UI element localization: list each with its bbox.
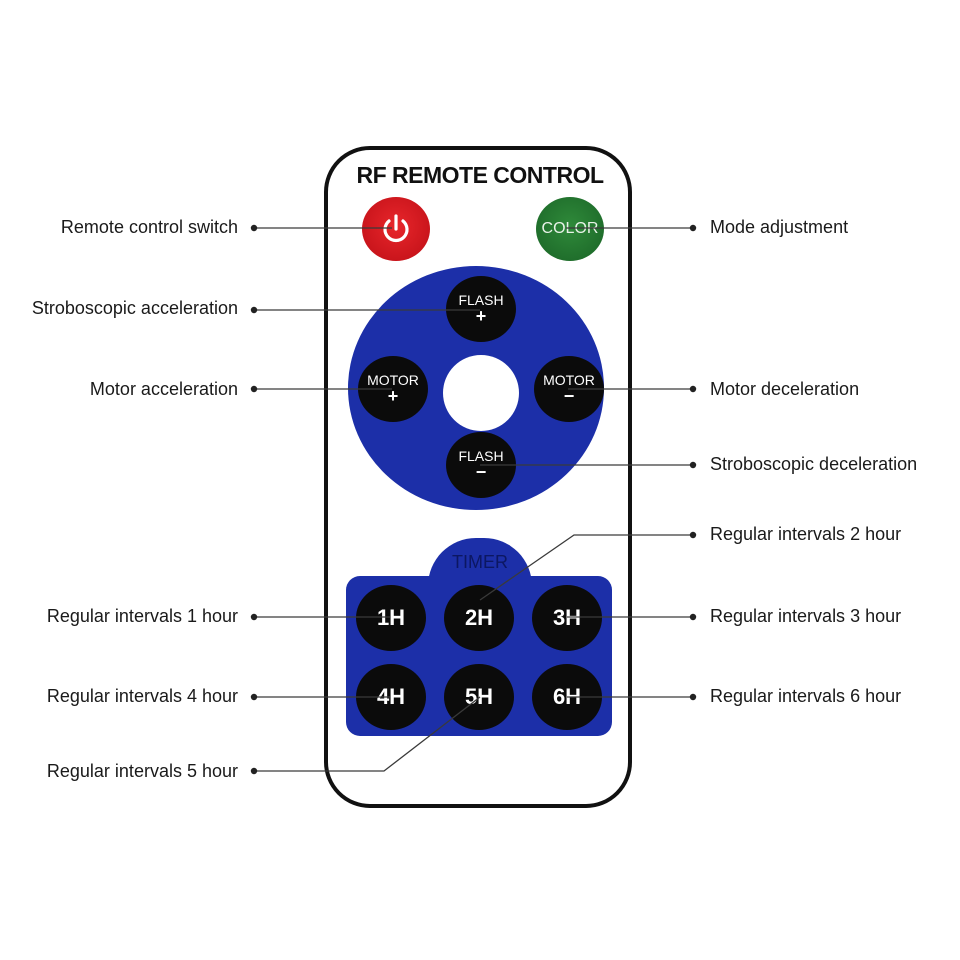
flash-up-button[interactable]: FLASH + xyxy=(446,276,516,342)
dot-5h xyxy=(250,767,258,775)
motor-up-label: MOTOR xyxy=(367,372,419,388)
leader-5h xyxy=(255,696,481,772)
dot-3h xyxy=(689,613,697,621)
callout-color: Mode adjustment xyxy=(710,217,849,237)
color-button[interactable]: COLOR xyxy=(536,197,604,261)
motor-down-sign: − xyxy=(563,386,575,406)
callout-2h: Regular intervals 2 hour xyxy=(710,524,902,544)
callout-power: Remote control switch xyxy=(60,217,238,237)
power-icon xyxy=(383,214,409,243)
callout-5h: Regular intervals 5 hour xyxy=(46,761,238,781)
flash-up-sign: + xyxy=(475,306,487,326)
timer-2h-button[interactable]: 2H xyxy=(444,585,514,651)
callout-motor-up: Motor acceleration xyxy=(89,379,238,399)
dot-flash-down xyxy=(689,461,697,469)
remote-title: RF REMOTE CONTROL xyxy=(356,162,604,188)
power-button[interactable] xyxy=(362,197,430,261)
callout-motor-down: Motor deceleration xyxy=(710,379,860,399)
callout-1h: Regular intervals 1 hour xyxy=(46,606,238,626)
callout-6h: Regular intervals 6 hour xyxy=(710,686,902,706)
callout-4h: Regular intervals 4 hour xyxy=(46,686,238,706)
flash-up-label: FLASH xyxy=(458,292,504,308)
timer-label: TIMER xyxy=(452,552,508,572)
callout-flash-up: Stroboscopic acceleration xyxy=(31,298,238,318)
flash-down-sign: − xyxy=(475,462,487,482)
callout-3h: Regular intervals 3 hour xyxy=(710,606,902,626)
dot-4h xyxy=(250,693,258,701)
motor-down-label: MOTOR xyxy=(543,372,595,388)
center-hole xyxy=(443,355,519,431)
callout-flash-down: Stroboscopic deceleration xyxy=(710,454,918,474)
dot-color xyxy=(689,224,697,232)
flash-down-label: FLASH xyxy=(458,448,504,464)
dot-1h xyxy=(250,613,258,621)
dot-6h xyxy=(689,693,697,701)
motor-up-sign: + xyxy=(387,386,399,406)
dot-flash-up xyxy=(250,306,258,314)
dot-2h xyxy=(689,531,697,539)
leader-2h xyxy=(479,534,692,601)
dot-motor-up xyxy=(250,385,258,393)
dot-motor-down xyxy=(689,385,697,393)
timer-1h-button[interactable]: 1H xyxy=(356,585,426,651)
dot-power xyxy=(250,224,258,232)
